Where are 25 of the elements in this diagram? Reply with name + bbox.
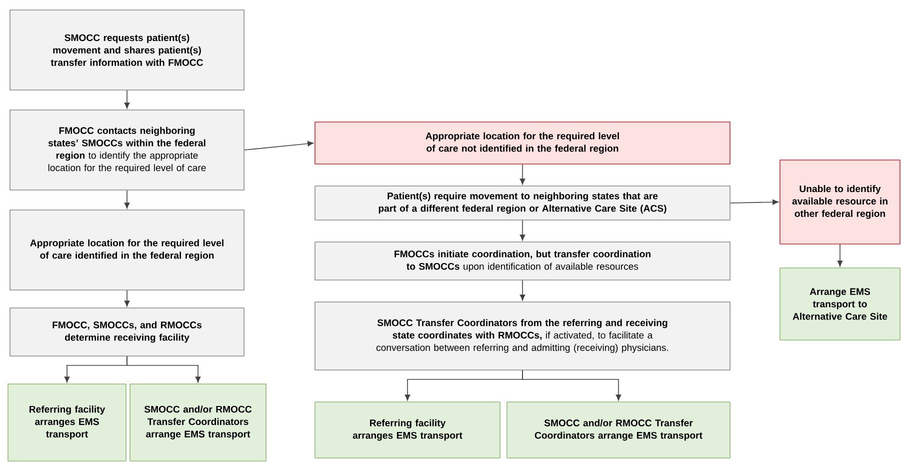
arrow bbox=[520, 280, 526, 301]
process-box: SMOCC requests patient(s) movement and shares patient(s) transfer information with FMOCC bbox=[10, 10, 244, 90]
process-box: FMOCC contacts neighboring states’ SMOCCs within the federal region to identify the appropriate location for the required level of care bbox=[10, 110, 244, 190]
arrow bbox=[837, 244, 843, 267]
outcome-box: Referring facility arranges EMS transport bbox=[8, 384, 126, 462]
arrow bbox=[124, 290, 130, 307]
process-box: Patient(s) require movement to neighboring states that are part of a different federal region or Alternative Care Site (ACS) bbox=[314, 186, 730, 220]
arrow bbox=[124, 190, 130, 209]
arrow bbox=[520, 164, 526, 185]
outcome-box: SMOCC and/or RMOCC Transfer Coordinators arrange EMS transport bbox=[130, 384, 266, 462]
process-box: FMOCC, SMOCCs, and RMOCCs determine receiving facility bbox=[10, 308, 244, 356]
process-box: FMOCCs initiate coordination, but transfer coordination to SMOCCs upon identification of available resources bbox=[314, 242, 730, 280]
arrow bbox=[244, 141, 314, 150]
outcome-box: Referring facility arranges EMS transport bbox=[314, 402, 500, 458]
process-box: SMOCC Transfer Coordinators from the referring and receiving state coordinates with RMOCCs, if activated, to facilitate a conversation between referring and admitting (receiving) physicians. bbox=[314, 302, 730, 370]
alert-box: Appropriate location for the required level of care not identified in the federal region bbox=[314, 122, 730, 164]
process-box: Appropriate location for the required level of care identified in the federal region bbox=[10, 210, 244, 290]
arrow bbox=[124, 90, 130, 109]
outcome-box: Arrange EMS transport to Alternative Care Site bbox=[780, 268, 900, 340]
outcome-box: SMOCC and/or RMOCC Transfer Coordinators arrange EMS transport bbox=[506, 402, 730, 458]
arrow bbox=[522, 370, 622, 401]
arrow bbox=[730, 199, 779, 205]
alert-box: Unable to identify available resource in other federal region bbox=[780, 160, 900, 244]
arrow bbox=[126, 356, 201, 383]
arrow bbox=[520, 220, 526, 241]
